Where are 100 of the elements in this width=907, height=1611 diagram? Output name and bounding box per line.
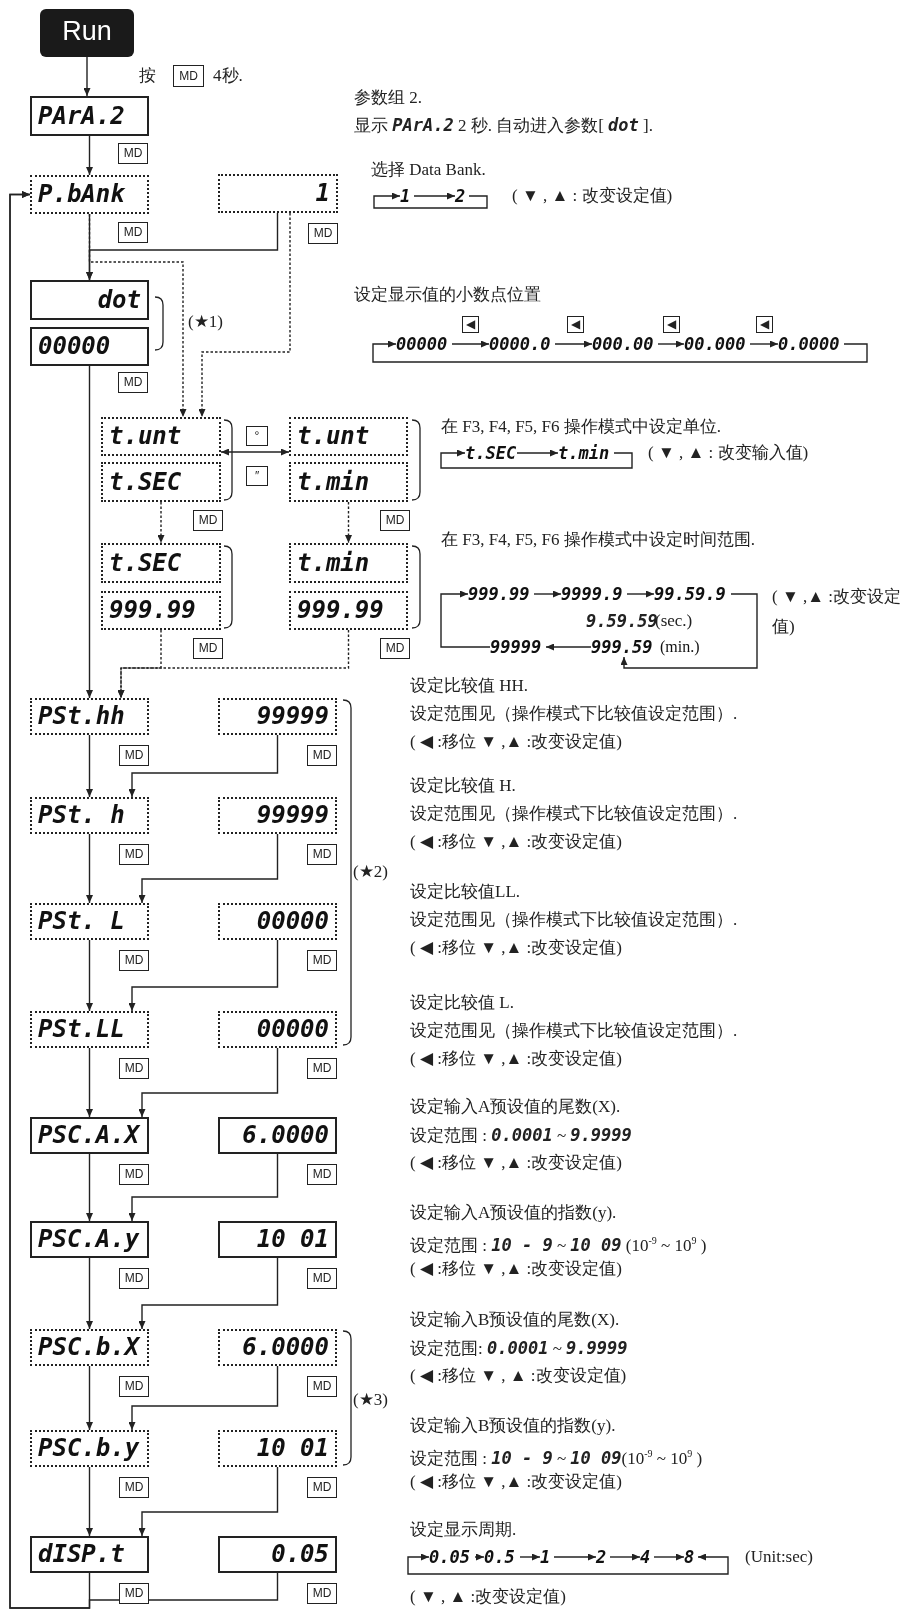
display-box: t.SEC xyxy=(101,462,221,502)
instruction-text: ( ▼ , ▲ : 改变设定值) xyxy=(512,185,673,207)
display-box: 00000 xyxy=(218,1011,337,1048)
key-label: MD xyxy=(193,638,223,659)
instruction-text: 设定比较值 HH. xyxy=(410,675,529,697)
arrow xyxy=(128,1365,279,1431)
display-box: t.unt xyxy=(101,417,221,456)
key-label: MD xyxy=(119,844,149,865)
key-label: MD xyxy=(307,1477,337,1498)
instruction-text: 设定范围: 0.0001 ~ 9.9999 xyxy=(410,1337,628,1360)
arrow xyxy=(86,1466,93,1537)
arrow xyxy=(138,1047,279,1118)
arrow xyxy=(657,340,685,348)
key-label: MD xyxy=(380,638,410,659)
display-box: PSC.b.y xyxy=(30,1430,149,1467)
display-box: P.bAnk xyxy=(30,175,149,214)
arrow xyxy=(86,1153,93,1222)
mode-box: Run xyxy=(40,9,134,57)
instruction-text: (sec.) xyxy=(655,610,693,632)
instruction-text: 设定范围见（操作模式下比较值设定范围）. xyxy=(410,703,738,725)
arrow xyxy=(86,212,279,281)
key-label: ° xyxy=(246,426,268,446)
display-box: dot xyxy=(30,280,149,320)
arrow xyxy=(86,939,93,1012)
display-box: 6.0000 xyxy=(218,1117,337,1154)
annotation-text: (min.) xyxy=(660,637,700,657)
display-box: t.SEC xyxy=(101,543,221,583)
display-box: PArA.2 xyxy=(30,96,149,136)
instruction-text: 设定显示周期. xyxy=(410,1519,517,1541)
key-label: MD xyxy=(307,1376,337,1397)
display-box: 10 01 xyxy=(218,1221,337,1258)
instruction-text: ( ◀ :移位 ▼ ,▲ :改变设定值) xyxy=(410,831,622,853)
display-box: 999.99 xyxy=(101,591,221,630)
key-label: MD xyxy=(307,1268,337,1289)
note-marker: (★1) xyxy=(188,311,223,333)
key-label: ◀ xyxy=(567,316,584,333)
display-box: PSt. h xyxy=(30,797,149,834)
key-label: MD xyxy=(307,1583,337,1604)
arrow xyxy=(138,833,279,904)
key-label: MD xyxy=(119,1583,149,1604)
key-label: MD xyxy=(380,510,410,531)
display-box: 6.0000 xyxy=(218,1329,337,1366)
instruction-text: ( ▼ ,▲ :改变设定值) xyxy=(772,586,903,638)
arrow xyxy=(157,501,165,544)
display-box: t.unt xyxy=(289,417,408,456)
arrow xyxy=(451,340,490,348)
display-box: 0.05 xyxy=(218,1536,337,1573)
instruction-text: 设定输入A预设值的尾数(X). xyxy=(410,1096,621,1118)
arrow xyxy=(345,501,352,544)
arrow xyxy=(86,1365,93,1431)
arrow xyxy=(138,1257,279,1330)
key-label: MD xyxy=(307,844,337,865)
instruction-text: 按 xyxy=(139,65,156,87)
note-marker: (★2) xyxy=(353,861,388,883)
key-label: MD xyxy=(307,745,337,766)
display-box: PSt.hh xyxy=(30,698,149,735)
arrow xyxy=(128,734,279,798)
instruction-text: 显示 PArA.2 2 秒. 自动进入参数[ dot ]. xyxy=(354,114,653,137)
instruction-text: ( ◀ :移位 ▼ ,▲ :改变设定值) xyxy=(410,731,622,753)
instruction-text: ( ◀ :移位 ▼ ,▲ :改变设定值) xyxy=(410,937,622,959)
instruction-text: 设定输入A预设值的指数(y). xyxy=(410,1202,617,1224)
arrow xyxy=(620,593,758,669)
arrow xyxy=(86,734,93,798)
key-label: MD xyxy=(307,1058,337,1079)
instruction-text: 参数组 2. xyxy=(354,87,422,109)
arrow xyxy=(553,1553,597,1561)
key-label: MD xyxy=(193,510,223,531)
arrow xyxy=(83,56,91,97)
arrow xyxy=(545,643,592,651)
key-label: MD xyxy=(119,1477,149,1498)
arrow xyxy=(413,192,456,200)
display-value: 9.59.59 xyxy=(586,610,658,632)
key-label: ◀ xyxy=(756,316,773,333)
arrow xyxy=(626,590,655,598)
arrow xyxy=(128,1153,279,1222)
display-box: 99999 xyxy=(218,797,337,834)
arrow xyxy=(372,340,868,363)
display-box: PSt. L xyxy=(30,903,149,940)
note-marker: (★3) xyxy=(353,1389,388,1411)
instruction-text: ( ◀ :移位 ▼ ,▲ :改变设定值) xyxy=(410,1152,622,1174)
key-label: ″ xyxy=(246,466,268,486)
arrow xyxy=(86,1047,93,1118)
instruction-text: (Unit:sec) xyxy=(745,1546,813,1568)
instruction-text: 在 F3, F4, F5, F6 操作模式中设定时间范围. xyxy=(441,529,756,551)
arrow xyxy=(516,449,559,457)
instruction-text: ( ◀ :移位 ▼ , ▲ :改变设定值) xyxy=(410,1365,627,1387)
key-label: MD xyxy=(173,65,204,87)
instruction-text: 设定比较值 L. xyxy=(410,992,514,1014)
arrow xyxy=(373,192,488,209)
key-label: MD xyxy=(119,1268,149,1289)
arrow xyxy=(86,833,93,904)
arrow xyxy=(554,340,593,348)
display-box: PSC.A.y xyxy=(30,1221,149,1258)
key-label: ◀ xyxy=(663,316,680,333)
display-box: PSC.b.X xyxy=(30,1329,149,1366)
arrow xyxy=(653,1553,685,1561)
instruction-text: 设定显示值的小数点位置 xyxy=(354,284,541,306)
arrow xyxy=(86,1257,93,1330)
key-label: MD xyxy=(308,223,338,244)
display-box: 999.99 xyxy=(289,591,408,630)
